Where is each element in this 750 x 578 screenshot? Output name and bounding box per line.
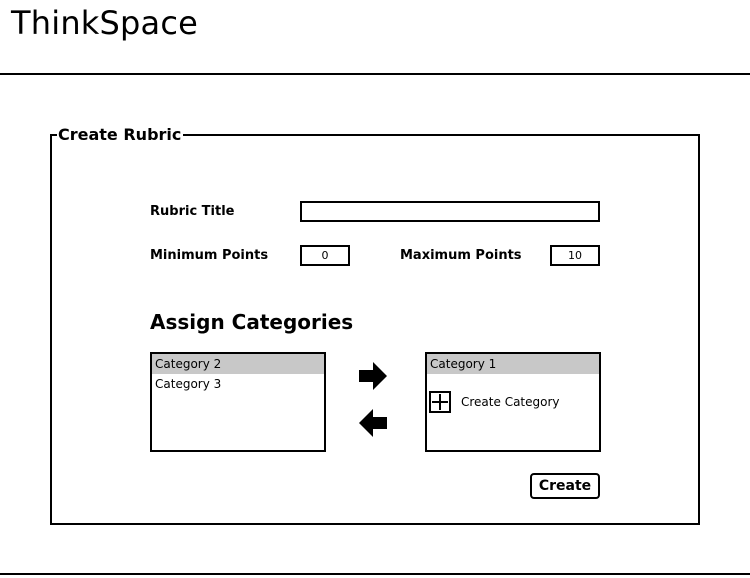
minimum-points-input[interactable] (300, 245, 350, 266)
rubric-title-input[interactable] (300, 201, 600, 222)
rubric-title-label: Rubric Title (150, 204, 235, 219)
assigned-categories-list[interactable]: Category 1 Create Category (425, 352, 601, 452)
assign-categories-heading: Assign Categories (150, 310, 354, 334)
available-categories-list[interactable]: Category 2 Category 3 (150, 352, 326, 452)
list-item[interactable]: Category 3 (155, 377, 222, 391)
header-divider (0, 73, 750, 75)
panel-legend: Create Rubric (57, 125, 184, 144)
list-item[interactable]: Category 1 (427, 354, 599, 374)
minimum-points-label: Minimum Points (150, 248, 269, 263)
arrow-left-icon (359, 409, 387, 437)
app-title: ThinkSpace (11, 4, 199, 42)
maximum-points-input[interactable] (550, 245, 600, 266)
create-category-label: Create Category (461, 395, 560, 409)
create-category-button[interactable]: Create Category (429, 390, 560, 414)
maximum-points-label: Maximum Points (400, 248, 522, 263)
move-left-button[interactable] (357, 408, 389, 438)
plus-icon (429, 391, 451, 413)
list-item[interactable]: Category 2 (152, 354, 324, 374)
arrow-right-icon (359, 362, 387, 390)
create-rubric-panel: Create Rubric Rubric Title Minimum Point… (50, 126, 700, 525)
move-right-button[interactable] (357, 361, 389, 391)
footer-divider (0, 573, 750, 575)
create-button[interactable]: Create (530, 473, 600, 499)
